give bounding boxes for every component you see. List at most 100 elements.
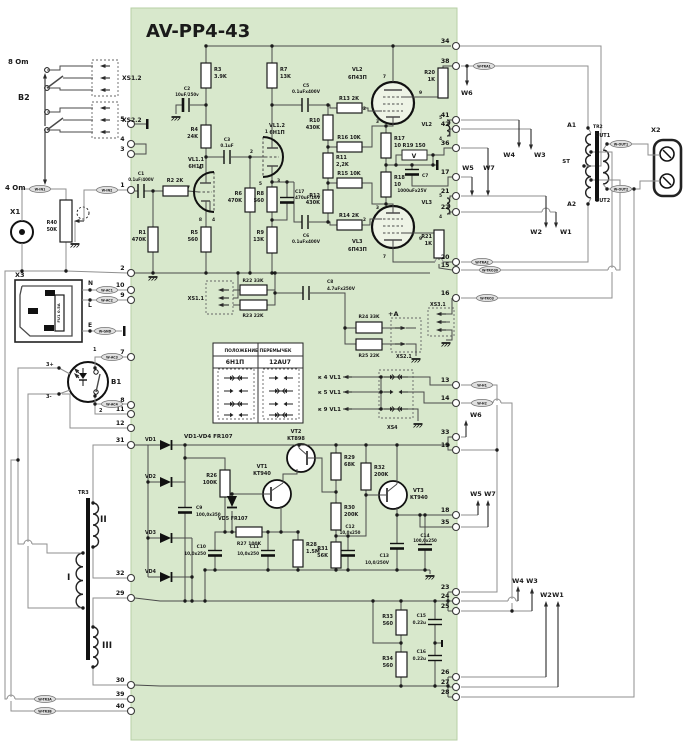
label-5: 5 [439,193,442,198]
junction-dot [270,218,274,222]
label-r22-33k: R22 33K [242,278,264,284]
arrow-head-19 [100,64,106,68]
label-3: 3 [277,178,280,184]
terminal-label-30: 30 [116,677,125,684]
label-c8: C8 [327,279,333,285]
label-560: 560 [383,663,394,669]
junction-dot [334,490,338,494]
wire-173 [298,447,308,456]
label-50k: 50K [47,227,58,233]
label-r23-22k: R23 22K [242,313,264,319]
label-c11: C11 [250,544,259,550]
R10 [322,114,334,141]
label-c1: C1 [138,171,144,177]
label-5: 5 [259,181,262,187]
junction-dot [64,269,68,273]
TR3-winding-II [92,502,100,548]
label-xs1.2: XS1.2 [122,75,142,82]
label-a1: A1 [567,122,576,129]
label-out2: OUT2 [595,198,611,204]
junction-dot [379,375,383,379]
pot-trim-mark [76,206,90,220]
label-c2: C2 [184,86,190,92]
label-i: I [67,573,70,583]
ground-hatch [73,244,77,248]
wire-tag [610,139,632,148]
terminal-label-11: 11 [116,406,125,413]
label-6п43п: 6П43П [348,247,367,253]
label-r15-10k: R15 10K [337,171,362,177]
R4 [200,124,212,149]
arrow-head-31 [436,320,442,324]
junction-dot [204,103,208,107]
terminal-9 [126,295,136,305]
terminal-34 [451,41,461,51]
label-w6: W6 [470,411,482,419]
label-положение-перемычек: ПОЛОЖЕНИЕ ПЕРЕМЫЧЕК [225,348,292,354]
junction-dot [395,568,399,572]
terminal-35 [451,522,461,532]
label-r18: R18 [394,175,405,181]
label-r24-33k: R24 33K [358,314,380,320]
label-к-9-vl1: к 9 VL1 [318,407,341,413]
label-1000ufx25v: 1000uFx25V [397,188,427,193]
wire-tag [473,62,495,71]
jumper-head [398,389,402,395]
terminal-label-7: 7 [120,349,124,356]
ground-hatch [76,244,80,248]
ground-hatch [70,244,74,248]
junction-dot [334,568,338,572]
arrow-head-6 [465,80,469,86]
terminal-23 [451,587,461,597]
R2 [162,185,189,197]
label-10uf/250v: 10uF/250v [175,92,199,97]
ground-hatch [441,343,445,347]
label-4: 4 [212,217,215,223]
ground-hatch [174,117,178,121]
R31 [330,541,342,569]
wire-tag [610,184,632,193]
wire-177 [47,87,93,91]
label-6н1п: 6Н1П [269,130,284,136]
TR3-winding-III [92,626,99,668]
junction-dot [589,150,593,154]
dashed-box-4 [427,307,455,337]
R11 [322,152,334,179]
terminal-label-13: 13 [441,377,450,384]
junction-dot [270,44,274,48]
R33 [395,609,408,636]
label-6п43п: 6П43П [348,75,367,81]
junction-dot [433,641,437,645]
label-r21: R21 [421,234,432,240]
FU1 [54,294,65,332]
label-430k: 430K [306,125,321,131]
label-470k: 470K [132,237,147,243]
R16 [336,141,363,153]
wire-140 [134,684,448,687]
label-r28: R28 [306,542,317,548]
R7 [266,62,278,89]
bar-0 [86,498,90,660]
wire-tag-label: W-TRO30 [482,268,499,272]
junction-dot [57,392,61,396]
label-470k: 470K [228,198,243,204]
R15 [336,177,363,189]
label-x2: X2 [651,126,661,134]
terminal-22 [451,207,461,217]
R23 [239,299,268,311]
wire-48 [411,175,452,187]
wire-182 [46,117,64,131]
bar-7 [44,325,54,331]
terminal-40 [126,706,136,716]
R26 [219,469,231,498]
wire-174 [386,483,398,493]
junction-dot [266,530,270,534]
jumper-head [283,375,287,381]
terminal-18 [451,510,461,520]
label-r33: R33 [382,614,393,620]
wire-75 [446,329,453,341]
terminal-label-26: 26 [441,669,450,676]
junction-dot [586,126,590,130]
label-w7: W7 [483,164,495,172]
B1-power-switch [67,361,109,403]
